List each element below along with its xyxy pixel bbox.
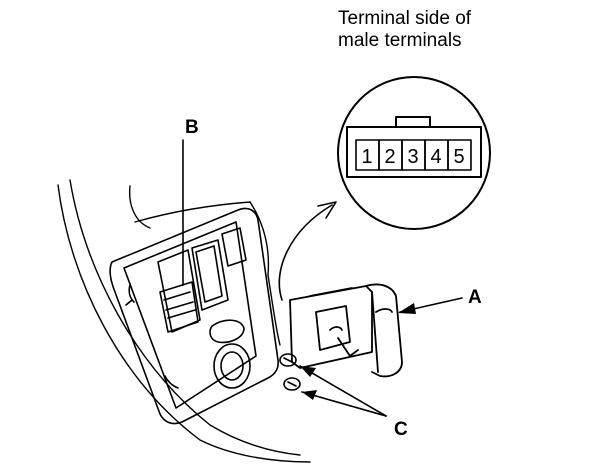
screws <box>279 353 301 391</box>
pin-1-label: 1 <box>361 146 372 168</box>
leader-lines <box>299 297 463 417</box>
arrowheads <box>300 303 416 400</box>
switch-a <box>289 283 403 378</box>
magnify-arrow <box>278 201 337 301</box>
pin-4-label: 4 <box>430 146 441 168</box>
pin-3-label: 3 <box>407 146 418 168</box>
callout-a: A <box>468 287 482 308</box>
dashboard-outline <box>57 179 311 463</box>
terminal-caption: Terminal side of male terminals <box>338 8 578 52</box>
callout-c: C <box>394 419 408 440</box>
connector-magnified <box>337 76 491 230</box>
pin-2-label: 2 <box>384 146 395 168</box>
switch-panel <box>109 207 279 425</box>
connector-pins <box>355 139 472 171</box>
switch-openings <box>157 227 251 389</box>
callout-b: B <box>185 117 199 138</box>
pin-numbers: 1 2 3 4 5 <box>361 146 464 168</box>
caption-line-2: male terminals <box>338 30 462 51</box>
switch-b <box>159 139 199 333</box>
pin-5-label: 5 <box>453 146 464 168</box>
caption-line-1: Terminal side of <box>338 8 472 29</box>
